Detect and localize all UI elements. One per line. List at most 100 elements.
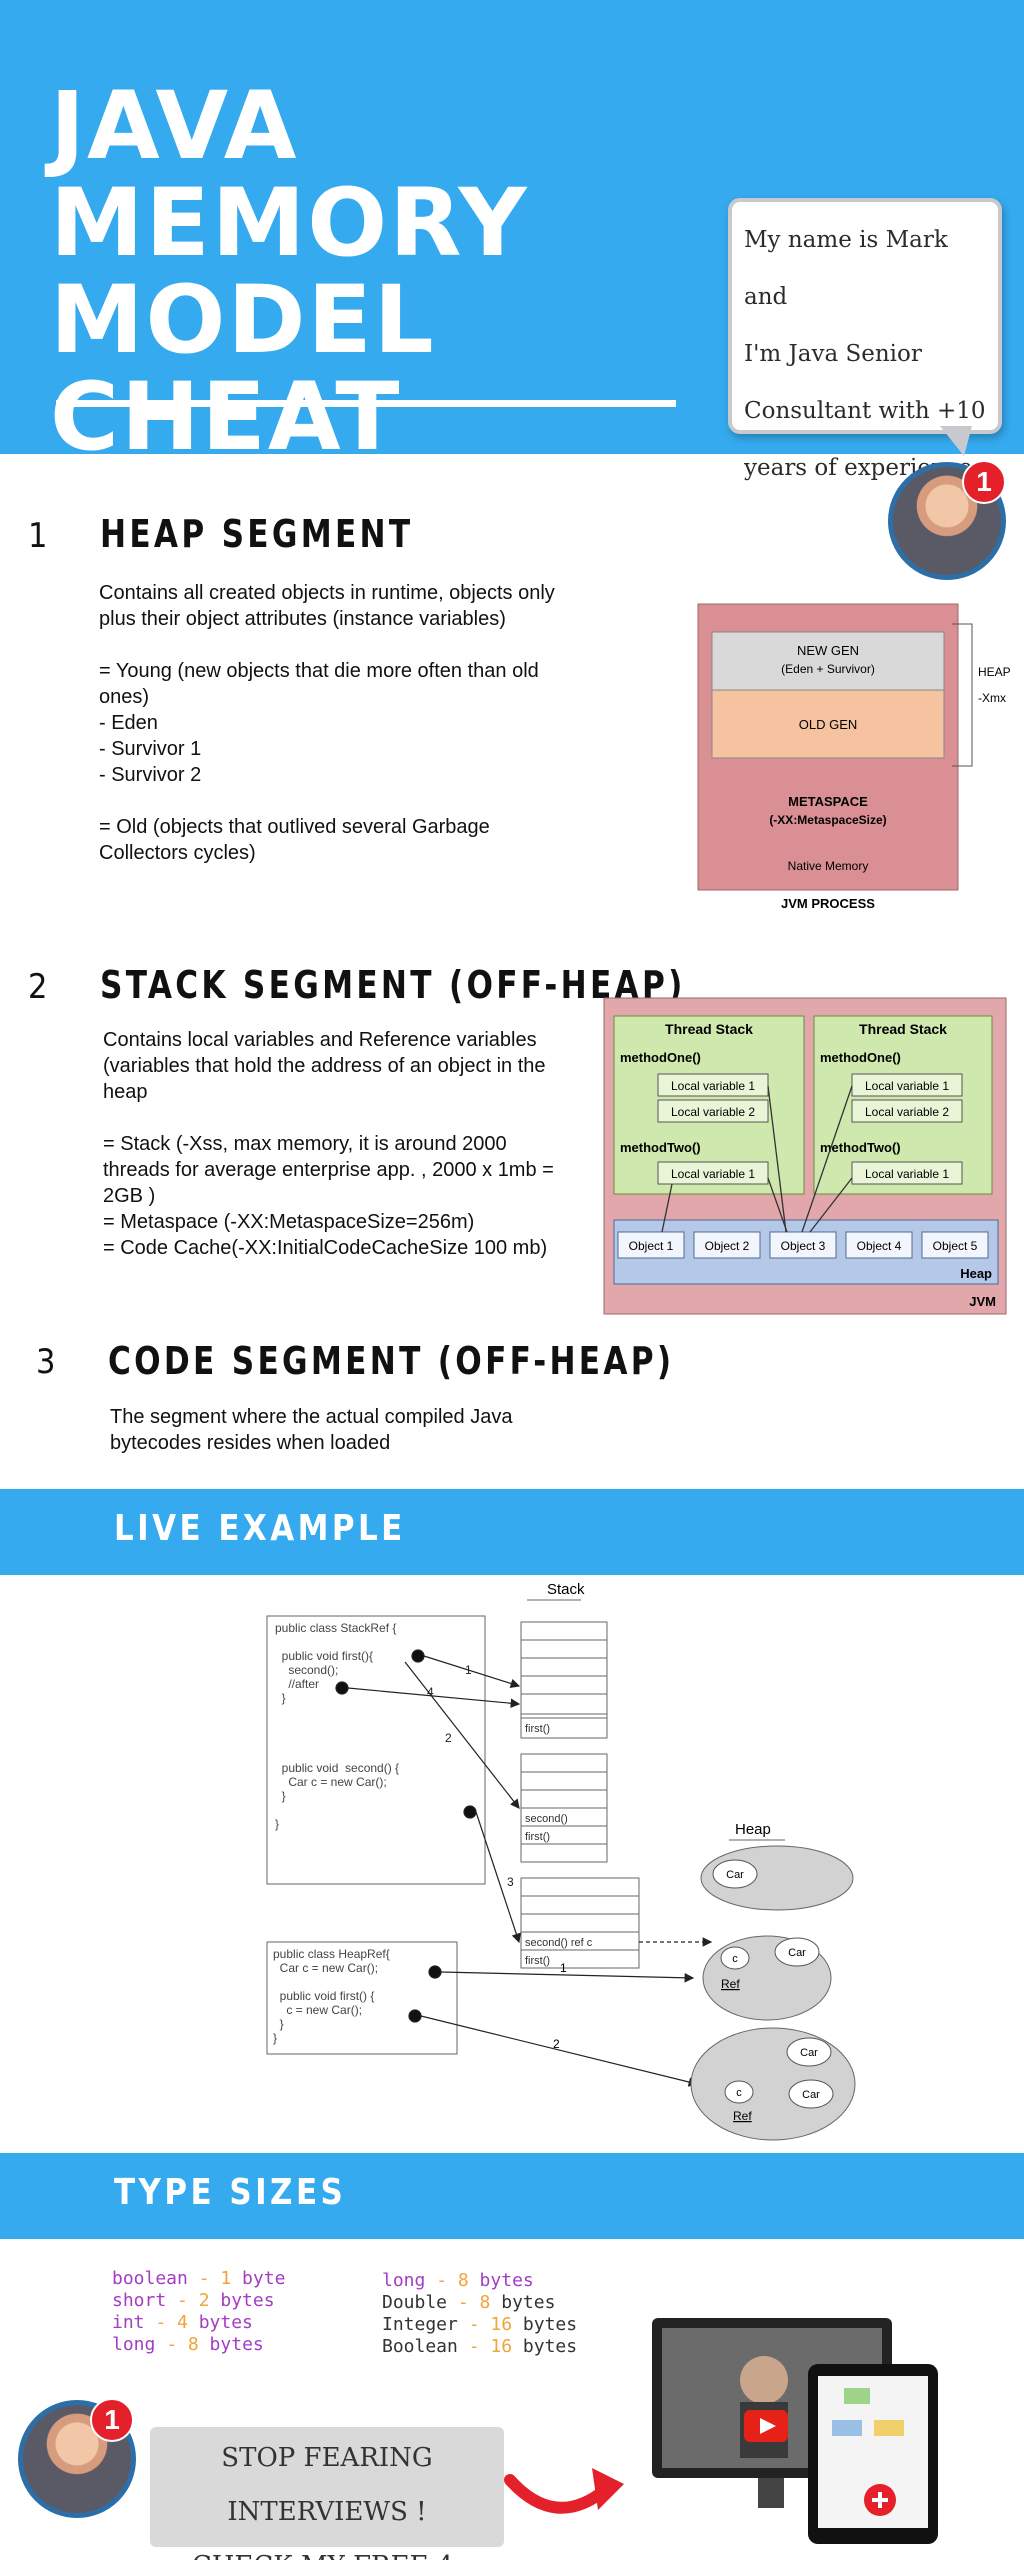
code-line: } bbox=[273, 2031, 277, 2045]
heap-box-label: Heap bbox=[960, 1266, 992, 1281]
type-size: 8 bytes bbox=[479, 2292, 556, 2313]
local-variable-box bbox=[657, 1073, 769, 1097]
jvm-box-label: JVM bbox=[969, 1294, 996, 1309]
type-dash: - bbox=[425, 2270, 458, 2291]
code-line bbox=[275, 1733, 278, 1747]
monitor-stand bbox=[758, 2478, 784, 2508]
type-sizes-title: TYPE SIZES bbox=[114, 2172, 347, 2213]
local-variable-label: Local variable 2 bbox=[671, 1105, 755, 1119]
arrow-label: 4 bbox=[427, 1685, 434, 1699]
frame-labels: first() second() first() second() ref c … bbox=[525, 1723, 593, 1967]
car-object bbox=[788, 2079, 834, 2109]
workshop-cta[interactable]: STOP FEARING INTERVIEWS ! CHECK MY FREE … bbox=[150, 2427, 504, 2560]
arrow-label: 1 bbox=[560, 1961, 567, 1975]
diagram-node bbox=[844, 2388, 870, 2404]
local-variable-box bbox=[851, 1073, 963, 1097]
cta-line-2: CHECK MY FREE 4-VIDEO WORKSHOP bbox=[150, 2539, 504, 2560]
type-size: 2 bytes bbox=[198, 2290, 275, 2311]
code-line bbox=[275, 1719, 278, 1733]
heap-object-box bbox=[769, 1231, 837, 1259]
car-label: Car bbox=[800, 2047, 818, 2059]
title-line-2: MODEL bbox=[50, 266, 436, 375]
code-line bbox=[273, 1975, 276, 1989]
bubble-line-2: I'm Java Senior bbox=[744, 341, 922, 367]
red-arrow-icon bbox=[504, 2468, 624, 2514]
page-title: JAVA MEMORY MODEL CHEAT SHEET bbox=[50, 78, 750, 563]
type-size-row: boolean - 1 byte bbox=[112, 2268, 285, 2290]
diagram-node bbox=[874, 2420, 904, 2436]
cta-line-1: STOP FEARING INTERVIEWS ! bbox=[221, 2443, 433, 2527]
stack-frames bbox=[520, 1621, 640, 1969]
workshop-link[interactable]: FREE 4-VIDEO WORKSHOP bbox=[195, 2551, 462, 2560]
heap-diagram: NEW GEN (Eden + Survivor) OLD GEN METASP… bbox=[697, 603, 1011, 911]
code-line: } bbox=[275, 1691, 286, 1705]
local-variable-box bbox=[851, 1161, 963, 1185]
code-line bbox=[275, 1705, 278, 1719]
code-line bbox=[275, 1635, 278, 1649]
video-devices-illustration bbox=[652, 2318, 938, 2544]
type-dash: - bbox=[155, 2334, 188, 2355]
type-name: Boolean bbox=[382, 2336, 458, 2357]
code-line: public void first(){ bbox=[275, 1649, 373, 1663]
stack-diagram: Thread Stack methodOne() Local variable … bbox=[603, 997, 1007, 1315]
jvm-process-caption: JVM PROCESS bbox=[781, 896, 875, 911]
car-label: Car bbox=[726, 1869, 744, 1881]
thread-stack-2: Thread Stack methodOne() Local variable … bbox=[813, 1015, 993, 1195]
code-line: Car c = new Car(); bbox=[273, 1961, 378, 1975]
live-example-title: LIVE EXAMPLE bbox=[114, 1508, 406, 1549]
thread-stack-1: Thread Stack methodOne() Local variable … bbox=[613, 1015, 805, 1195]
type-dash: - bbox=[457, 2336, 491, 2357]
arrow-label: 2 bbox=[445, 1731, 452, 1745]
native-memory-label: Native Memory bbox=[788, 859, 869, 873]
type-size-row: Double - 8 bytes bbox=[382, 2292, 577, 2314]
type-name: boolean bbox=[112, 2268, 188, 2289]
type-dash: - bbox=[166, 2290, 199, 2311]
arrow-labels: 1 2 3 4 bbox=[427, 1663, 514, 1889]
notification-badge: 1 bbox=[962, 460, 1006, 504]
thread-stack-title: Thread Stack bbox=[665, 1021, 753, 1037]
car-object bbox=[712, 1859, 758, 1889]
local-variable-box bbox=[851, 1099, 963, 1123]
arrow-label: 1 bbox=[465, 1663, 472, 1677]
arrow-label: 3 bbox=[507, 1875, 514, 1889]
local-variable-label: Local variable 2 bbox=[865, 1105, 949, 1119]
type-dash: - bbox=[447, 2292, 480, 2313]
heap-object-label: Object 5 bbox=[933, 1239, 978, 1253]
car-object bbox=[774, 1937, 820, 1967]
type-sizes-band bbox=[0, 2153, 1024, 2239]
heap-object-box bbox=[845, 1231, 913, 1259]
type-size: 1 byte bbox=[220, 2268, 286, 2289]
xmx-label: -Xmx bbox=[978, 691, 1006, 705]
heap-label: Heap bbox=[735, 1821, 771, 1838]
author-avatar bbox=[888, 462, 1006, 580]
type-name: Integer bbox=[382, 2314, 458, 2335]
title-underline bbox=[56, 400, 676, 407]
heap-arrows bbox=[408, 1965, 699, 2087]
type-size: 16 bytes bbox=[490, 2336, 578, 2357]
local-variable-label: Local variable 1 bbox=[865, 1167, 949, 1181]
code-line: second(); bbox=[275, 1663, 338, 1677]
code-line: //after bbox=[275, 1677, 319, 1691]
type-dash: - bbox=[457, 2314, 491, 2335]
heap-object-label: Object 3 bbox=[781, 1239, 826, 1253]
car-label: Car bbox=[788, 1947, 806, 1959]
local-variable-label: Local variable 1 bbox=[865, 1079, 949, 1093]
cta-prefix: CHECK MY bbox=[192, 2551, 353, 2560]
heap-object-box bbox=[693, 1231, 761, 1259]
section-body-code: The segment where the actual compiled Ja… bbox=[110, 1406, 513, 1454]
heap-bracket-label: HEAP bbox=[978, 665, 1011, 679]
method-two-label: methodTwo() bbox=[620, 1140, 701, 1155]
code-line: public void first() { bbox=[273, 1989, 374, 2003]
type-name: Double bbox=[382, 2292, 448, 2313]
metaspace-sublabel: (-XX:MetaspaceSize) bbox=[769, 813, 886, 827]
car-object bbox=[786, 2037, 832, 2067]
local-variable-label: Local variable 1 bbox=[671, 1079, 755, 1093]
method-one-label: methodOne() bbox=[620, 1050, 701, 1065]
car-label: Car bbox=[802, 2089, 820, 2101]
heap-bracket bbox=[952, 623, 973, 767]
type-name: long bbox=[382, 2270, 426, 2291]
type-name: long bbox=[112, 2334, 156, 2355]
heap-object-box bbox=[921, 1231, 989, 1259]
ref-c-object bbox=[720, 1946, 750, 1970]
